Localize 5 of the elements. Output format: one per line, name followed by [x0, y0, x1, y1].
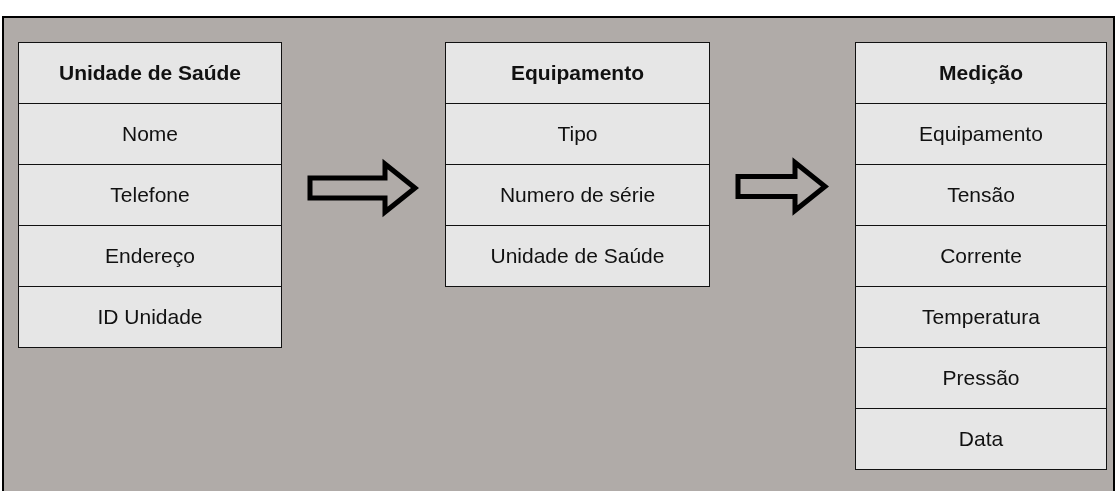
entity-table — [855, 42, 1107, 470]
block-arrow — [735, 157, 829, 216]
block-arrow — [307, 158, 419, 218]
entity-table — [18, 42, 282, 348]
entity-table — [445, 42, 710, 287]
